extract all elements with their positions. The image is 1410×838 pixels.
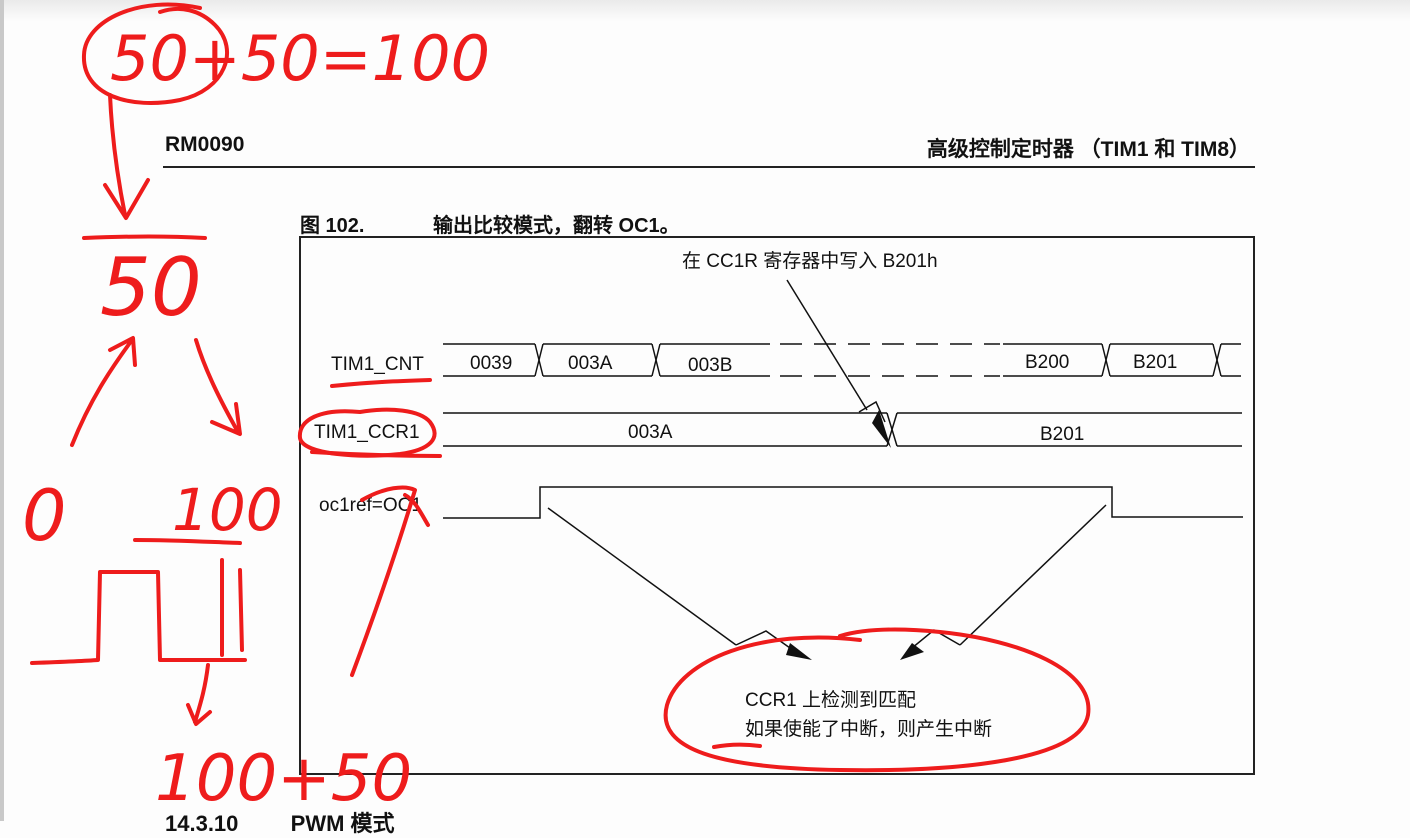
hand-equation-top: 50+50=100: [110, 22, 490, 95]
arrow-head-match-left: [786, 643, 812, 660]
hand-underline-100: [133, 538, 242, 545]
hand-circle-match: [663, 627, 1091, 773]
hand-underline-ccr: [310, 450, 442, 458]
hand-arrow-up-left: [70, 336, 137, 447]
hand-circle-top: [81, 2, 230, 105]
hand-circle-ccr: [297, 407, 437, 458]
hand-number-0: 0: [22, 475, 67, 557]
timing-diagram-frame: [299, 236, 1255, 775]
hand-number-100: 100: [172, 476, 283, 544]
hand-square-wave: [30, 558, 247, 665]
hand-underline-cnt: [330, 378, 432, 388]
hand-underline-1: [82, 234, 207, 240]
document-code: RM0090: [165, 133, 245, 156]
signal-label-ccr: TIM1_CCR1: [314, 422, 420, 443]
hand-number-50: 50: [100, 241, 202, 334]
cnt-value: 003B: [688, 355, 732, 376]
arrow-head-ccr-write: [872, 410, 891, 448]
annotation-match-line2: 如果使能了中断，则产生中断: [745, 718, 992, 740]
hand-tail-match: [712, 742, 762, 749]
arrow-head-match-right: [900, 643, 924, 660]
hand-arrow-down-2: [186, 663, 212, 726]
ccr-value: 003A: [628, 422, 673, 443]
viewer-top-strip: [4, 0, 1410, 22]
signal-label-cnt: TIM1_CNT: [331, 354, 424, 375]
ccr-bus-waveform: [443, 412, 1242, 447]
oc1-waveform: [443, 486, 1243, 519]
figure-title: 输出比较模式，翻转 OC1。: [433, 215, 680, 237]
handwriting-layer: 50+50=100 50 0 100 100+50: [22, 2, 1091, 816]
signal-label-oc: oc1ref=OC1: [319, 495, 422, 516]
hand-arrow-down-right: [194, 338, 242, 436]
hand-arrow-down-1: [103, 93, 150, 220]
timing-diagram: 在 CC1R 寄存器中写入 B201h TIM1_CNT TIM1_CCR1 o…: [314, 250, 1243, 740]
hand-scribble-oc: [350, 485, 430, 677]
window-left-edge: [0, 0, 4, 821]
cnt-value: B200: [1025, 352, 1069, 373]
ccr-value: B201: [1040, 424, 1084, 445]
annotation-write-arrow: [786, 279, 886, 423]
cnt-bus-waveform: [443, 343, 1241, 377]
chapter-title: 高级控制定时器 （TIM1 和 TIM8）: [926, 138, 1250, 161]
header-rule: [163, 166, 1255, 168]
cnt-value: 0039: [470, 353, 512, 374]
annotation-match-line1: CCR1 上检测到匹配: [745, 689, 916, 711]
annotation-write-ccr: 在 CC1R 寄存器中写入 B201h: [682, 250, 938, 272]
cnt-value: 003A: [568, 353, 613, 374]
figure-number: 图 102.: [300, 215, 365, 237]
cnt-value: B201: [1133, 352, 1177, 373]
hand-equation-bottom: 100+50: [155, 742, 412, 816]
